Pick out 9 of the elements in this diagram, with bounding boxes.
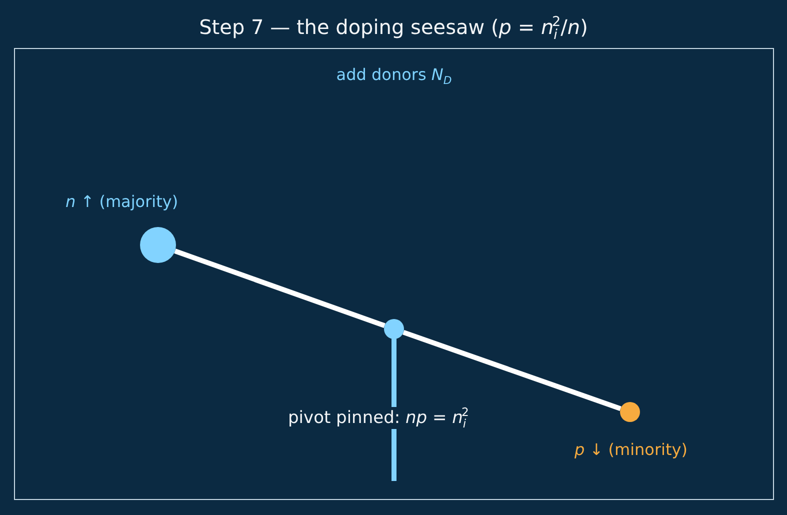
small-ball: [620, 402, 640, 422]
seesaw-beam: [402, 330, 622, 412]
panel-heading: add donors N$_{D}$: [336, 65, 452, 85]
large-ball: [140, 226, 176, 262]
seesaw-beam: [174, 248, 386, 328]
diagram-title: Step 7 — the doping seesaw (p = n$_{i}$$^{2}$/n): [199, 14, 588, 40]
ball-label: p ↓ (minority): [574, 438, 688, 460]
pivot-joint: [384, 318, 404, 338]
ball-label: n ↑ (majority): [64, 190, 180, 212]
